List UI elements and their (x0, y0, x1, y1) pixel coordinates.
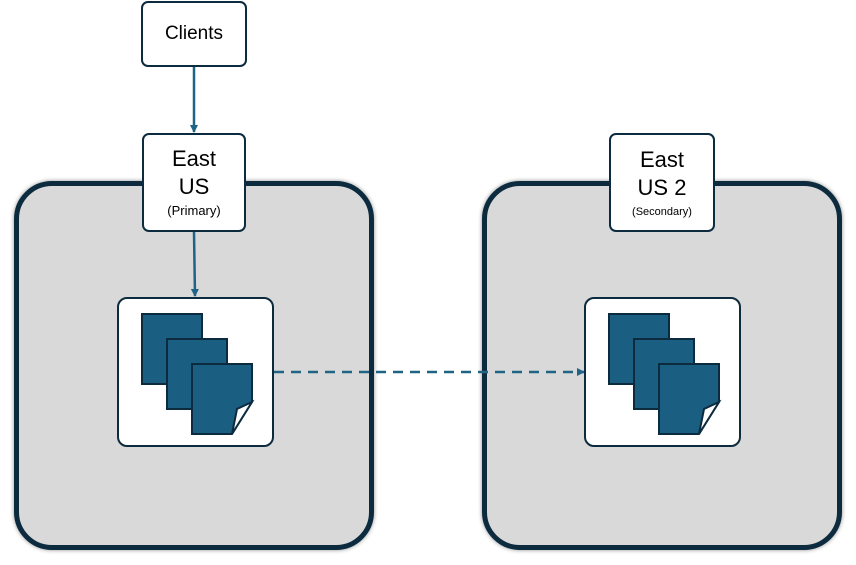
clients-label: Clients (164, 23, 224, 44)
secondary-region-name-line1: East (639, 146, 685, 172)
primary-region-role: (Primary) (167, 203, 221, 218)
secondary-region-label: East US 2 (Secondary) (609, 133, 715, 232)
primary-to-storage-arrow (190, 231, 199, 297)
secondary-region-role: (Secondary) (632, 205, 692, 218)
documents-stack-icon (141, 313, 255, 435)
secondary-storage (584, 297, 741, 447)
secondary-region-name-line2: US 2 (637, 174, 687, 200)
primary-storage (117, 297, 274, 447)
documents-stack-icon (608, 313, 722, 435)
primary-region-name-line1: East (171, 146, 217, 171)
primary-region-name-line2: US (178, 174, 210, 199)
clients-box: Clients (141, 1, 247, 67)
primary-region-label: East US (Primary) (142, 133, 246, 232)
